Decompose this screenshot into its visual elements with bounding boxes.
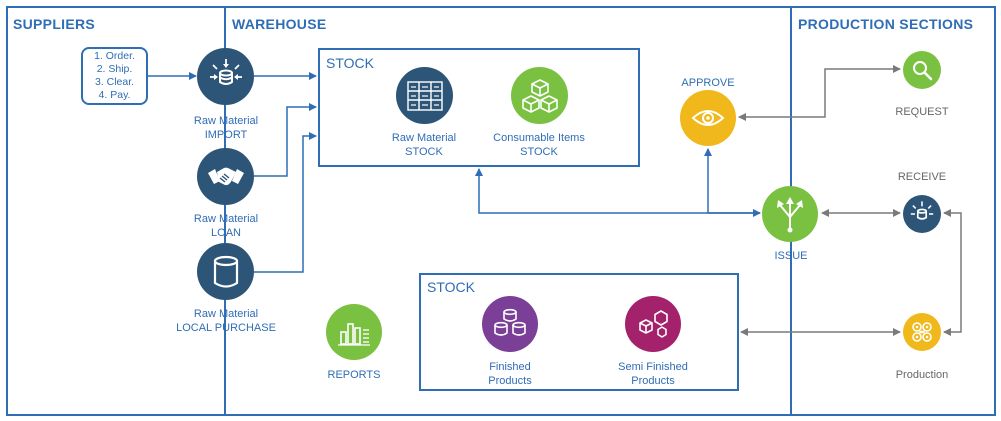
local-purchase-label-line1: Raw Material bbox=[193, 308, 259, 320]
request-label: REQUEST bbox=[895, 106, 949, 118]
consumable-items-stock-node[interactable] bbox=[511, 67, 568, 124]
loan-label: Raw Material LOAN bbox=[171, 212, 281, 240]
handshake-icon bbox=[207, 167, 244, 185]
magnifier-icon bbox=[913, 61, 933, 81]
import-label-line1: Raw Material bbox=[193, 115, 259, 127]
production-section-title: PRODUCTION SECTIONS bbox=[798, 16, 974, 32]
upper-stock-title: STOCK bbox=[326, 55, 374, 71]
arrow-receive-production bbox=[943, 209, 962, 336]
issue-label: ISSUE bbox=[774, 250, 808, 262]
issue-node[interactable] bbox=[762, 186, 818, 242]
arrow-request-approve bbox=[738, 65, 901, 121]
finished-products-label-line2: Products bbox=[488, 375, 532, 387]
supplier-step: 3. Clear. bbox=[94, 76, 135, 88]
supplier-step: 2. Ship. bbox=[96, 63, 133, 75]
bar-chart-icon bbox=[338, 323, 370, 346]
arrow-loan-to-stock bbox=[254, 103, 317, 177]
split-arrows-icon bbox=[777, 197, 803, 233]
stacked-databases-icon bbox=[494, 308, 526, 336]
import-label: Raw Material IMPORT bbox=[171, 114, 281, 142]
production-node[interactable] bbox=[903, 313, 941, 351]
semi-finished-products-label: Semi Finished Products bbox=[598, 360, 708, 388]
shelves-grid-icon bbox=[406, 80, 443, 111]
receive-node[interactable] bbox=[903, 195, 941, 233]
consumable-items-stock-label-line2: STOCK bbox=[520, 146, 558, 158]
loan-label-line2: LOAN bbox=[211, 227, 241, 239]
request-node[interactable] bbox=[903, 51, 941, 89]
finished-products-label-line1: Finished bbox=[489, 361, 531, 373]
database-inbound-icon bbox=[910, 201, 934, 220]
lower-stock-title: STOCK bbox=[427, 279, 475, 295]
eye-icon bbox=[691, 110, 725, 126]
consumable-items-stock-label: Consumable Items STOCK bbox=[474, 131, 604, 159]
raw-material-stock-label: Raw Material STOCK bbox=[369, 131, 479, 159]
supplier-step: 1. Order. bbox=[94, 50, 135, 62]
diagram-frame bbox=[6, 6, 996, 416]
reports-node[interactable] bbox=[326, 304, 382, 360]
import-node[interactable] bbox=[197, 48, 254, 105]
arrow-local-purchase-to-stock bbox=[254, 132, 317, 273]
semi-finished-products-label-line2: Products bbox=[631, 375, 675, 387]
semi-finished-products-label-line1: Semi Finished bbox=[618, 361, 688, 373]
suppliers-section-title: SUPPLIERS bbox=[13, 16, 96, 32]
approve-label: APPROVE bbox=[681, 77, 735, 89]
database-inbound-icon bbox=[209, 58, 242, 85]
loan-node[interactable] bbox=[197, 148, 254, 205]
raw-material-stock-label-line1: Raw Material bbox=[391, 132, 457, 144]
semi-finished-products-node[interactable] bbox=[625, 296, 681, 352]
arrow-issue-to-stock bbox=[475, 168, 760, 214]
supplier-steps-box: 1. Order. 2. Ship. 3. Clear. 4. Pay. bbox=[81, 47, 148, 105]
divider-suppliers-warehouse bbox=[224, 6, 226, 416]
reports-label: REPORTS bbox=[327, 369, 381, 381]
local-purchase-node[interactable] bbox=[197, 243, 254, 300]
warehouse-section-title: WAREHOUSE bbox=[232, 16, 327, 32]
hexagon-cubes-icon bbox=[639, 310, 668, 338]
finished-products-node[interactable] bbox=[482, 296, 538, 352]
raw-material-stock-label-line2: STOCK bbox=[405, 146, 443, 158]
upper-stock-box bbox=[318, 48, 640, 167]
production-label: Production bbox=[895, 369, 949, 381]
database-icon bbox=[213, 255, 238, 288]
gears-icon bbox=[912, 322, 932, 342]
local-purchase-label-line2: LOCAL PURCHASE bbox=[176, 322, 276, 334]
approve-node[interactable] bbox=[680, 90, 736, 146]
cubes-icon bbox=[521, 78, 558, 113]
receive-label: RECEIVE bbox=[897, 171, 947, 183]
supplier-step: 4. Pay. bbox=[98, 89, 131, 101]
local-purchase-label: Raw Material LOCAL PURCHASE bbox=[161, 307, 291, 335]
raw-material-stock-node[interactable] bbox=[396, 67, 453, 124]
lower-stock-box bbox=[419, 273, 739, 391]
finished-products-label: Finished Products bbox=[460, 360, 560, 388]
import-label-line2: IMPORT bbox=[204, 129, 248, 141]
loan-label-line1: Raw Material bbox=[193, 213, 259, 225]
consumable-items-stock-label-line1: Consumable Items bbox=[493, 132, 585, 144]
